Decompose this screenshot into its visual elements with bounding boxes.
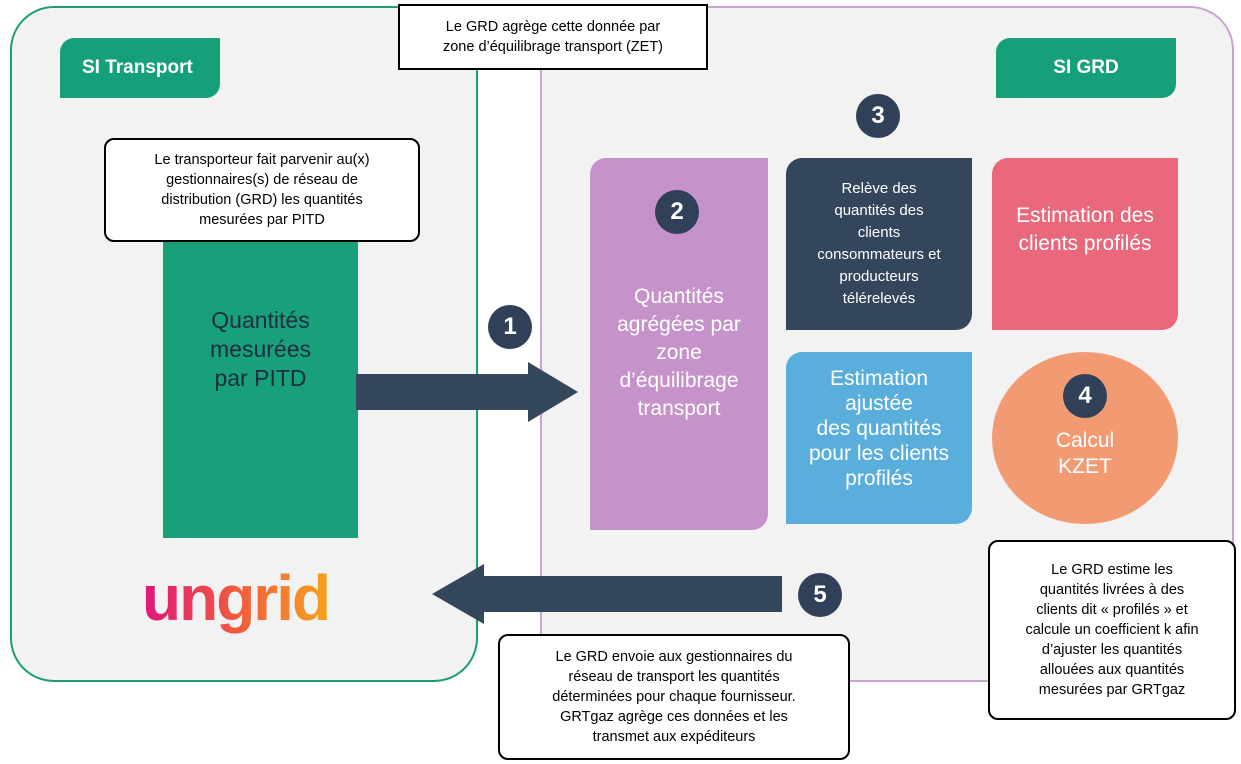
grd-estimates-callout: Le GRD estime les quantités livrées à de… — [988, 540, 1236, 720]
profiled-clients-estimation-box: Estimation des clients profilés — [992, 158, 1178, 330]
transporteur-callout: Le transporteur fait parvenir au(x) gest… — [104, 138, 420, 242]
aggregated-quantities-box: 2 Quantités agrégées par zone d’équilibr… — [590, 158, 768, 530]
remote-read-clients-box: Relève des quantités des clients consomm… — [786, 158, 972, 330]
arrow-grd-to-transport — [432, 564, 782, 624]
measured-quantities-box: Quantités mesurées par PITD — [163, 242, 358, 538]
si-transport-tab: SI Transport — [60, 38, 220, 98]
kzet-calculation-text: Calcul KZET — [1055, 429, 1115, 478]
ungrid-logo: ungrid — [142, 562, 331, 634]
kzet-calculation-circle: 4 Calcul KZET — [992, 352, 1178, 524]
aggregated-quantities-text: Quantités agrégées par zone d’équilibrag… — [617, 285, 741, 420]
logo-text: ungrid — [142, 562, 329, 634]
arrow-transport-to-grd — [356, 362, 578, 422]
step-4-badge: 4 — [1063, 374, 1107, 418]
step-1-badge: 1 — [488, 305, 532, 349]
adjusted-estimation-box: Estimation ajustée des quantités pour le… — [786, 352, 972, 524]
zet-aggregation-callout: Le GRD agrège cette donnée par zone d’éq… — [398, 4, 708, 70]
step-2-badge: 2 — [655, 190, 699, 234]
step-5-badge: 5 — [798, 573, 842, 617]
grd-sends-quantities-callout: Le GRD envoie aux gestionnaires du résea… — [498, 634, 850, 760]
si-grd-tab: SI GRD — [996, 38, 1176, 98]
step-3-badge: 3 — [856, 94, 900, 138]
